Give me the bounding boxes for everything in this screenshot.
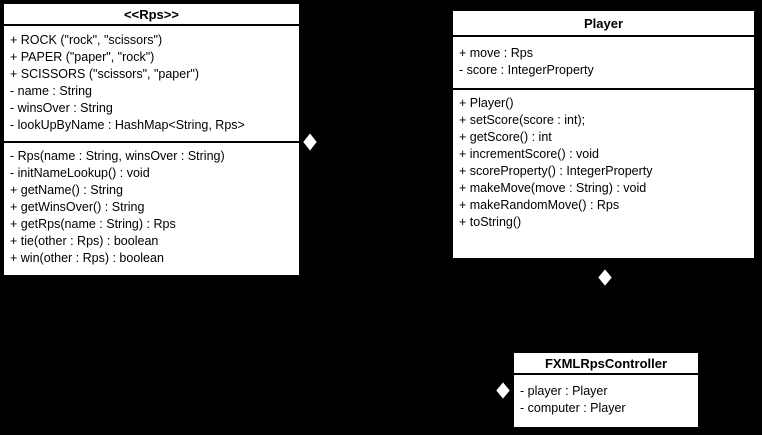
class-box-fxmlrpscontroller: FXMLRpsController - player : Player - com… <box>512 351 700 429</box>
uml-member-line: + makeMove(move : String) : void <box>459 181 647 195</box>
class-attributes-fxmlrpscontroller: - player : Player - computer : Player <box>514 375 698 427</box>
uml-member-line: + toString() <box>459 215 522 229</box>
uml-member-line: - player : Player <box>520 384 608 398</box>
uml-member-line: + SCISSORS ("scissors", "paper") <box>10 67 199 81</box>
class-title-rps: <<Rps>> <box>4 4 299 26</box>
uml-member-line: + scoreProperty() : IntegerProperty <box>459 164 653 178</box>
uml-member-line: - winsOver : String <box>10 101 113 115</box>
class-box-player: Player + move : Rps - score : IntegerProp… <box>451 9 756 260</box>
uml-member-line: - score : IntegerProperty <box>459 63 594 77</box>
aggregation-diamond-icon <box>495 381 511 400</box>
aggregation-diamond-icon <box>302 132 318 152</box>
uml-member-line: - initNameLookup() : void <box>10 166 150 180</box>
class-title-fxmlrpscontroller: FXMLRpsController <box>514 353 698 375</box>
class-attributes-rps: + ROCK ("rock", "scissors") + PAPER ("pap… <box>4 26 299 141</box>
uml-member-line: - Rps(name : String, winsOver : String) <box>10 149 225 163</box>
uml-member-line: + incrementScore() : void <box>459 147 599 161</box>
class-methods-rps: - Rps(name : String, winsOver : String) -… <box>4 141 299 275</box>
uml-member-line: + ROCK ("rock", "scissors") <box>10 33 163 47</box>
uml-member-line: + getName() : String <box>10 183 123 197</box>
uml-member-line: + setScore(score : int); <box>459 113 586 127</box>
uml-member-line: + getScore() : int <box>459 130 552 144</box>
aggregation-diamond-icon <box>597 268 613 287</box>
uml-member-line: + win(other : Rps) : boolean <box>10 251 164 265</box>
uml-member-line: + Player() <box>459 96 514 110</box>
class-box-rps: <<Rps>> + ROCK ("rock", "scissors") + PAP… <box>2 2 301 277</box>
uml-member-line: + getWinsOver() : String <box>10 200 145 214</box>
class-methods-player: + Player() + setScore(score : int); + getS… <box>453 88 754 258</box>
uml-member-line: + move : Rps <box>459 46 533 60</box>
uml-member-line: + tie(other : Rps) : boolean <box>10 234 159 248</box>
uml-member-line: - lookUpByName : HashMap<String, Rps> <box>10 118 245 132</box>
uml-member-line: + getRps(name : String) : Rps <box>10 217 176 231</box>
uml-member-line: - computer : Player <box>520 401 626 415</box>
class-title-player: Player <box>453 11 754 37</box>
uml-member-line: + PAPER ("paper", "rock") <box>10 50 155 64</box>
class-attributes-player: + move : Rps - score : IntegerProperty <box>453 37 754 88</box>
uml-member-line: + makeRandomMove() : Rps <box>459 198 620 212</box>
uml-member-line: - name : String <box>10 84 92 98</box>
